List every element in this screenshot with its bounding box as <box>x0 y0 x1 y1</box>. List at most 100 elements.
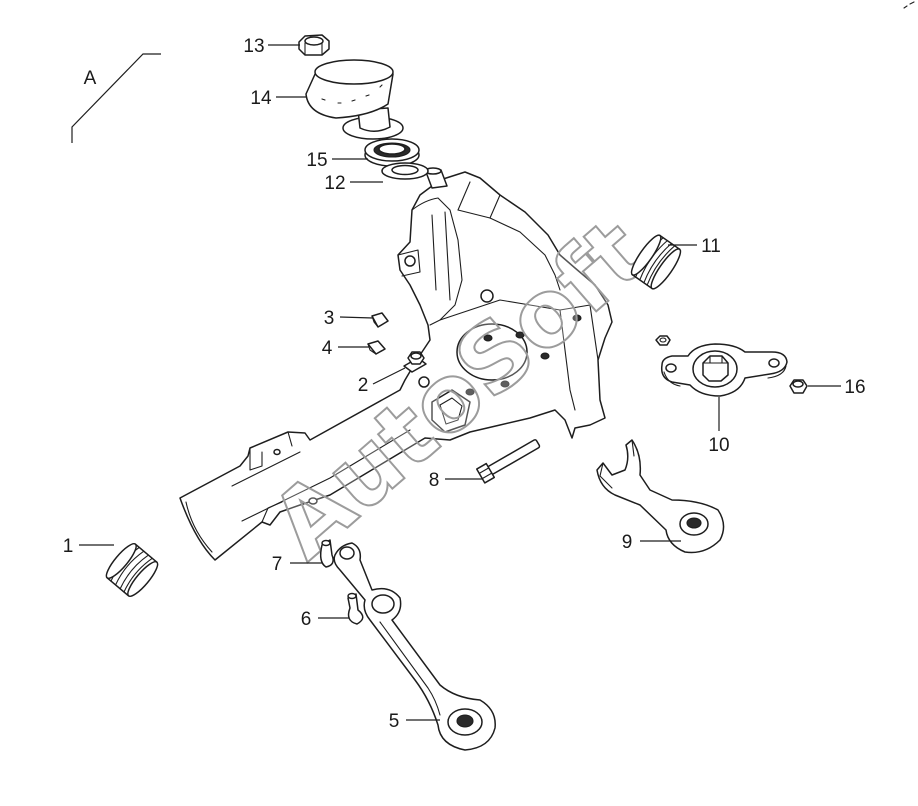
bracket-hex-edges <box>702 355 729 364</box>
mount-top <box>314 59 394 85</box>
housing-ribs <box>431 181 501 301</box>
flange-bolt <box>540 352 550 360</box>
bracket-nut <box>655 335 671 346</box>
part-8-bolt <box>476 439 541 484</box>
tube-hole <box>308 497 318 505</box>
bracket-hole-left <box>665 363 677 373</box>
link-arm-joint <box>371 594 395 614</box>
bolt-2-top <box>410 352 422 360</box>
callout-labels: 13 14 15 12 11 3 4 2 16 10 8 1 9 7 6 5 <box>63 36 866 732</box>
part-3-block <box>371 312 389 328</box>
fork-edges <box>599 439 635 489</box>
housing-bushing <box>431 389 471 433</box>
part-2-bolt <box>403 351 427 373</box>
corner-mark <box>903 1 915 9</box>
callout-13: 13 <box>243 36 264 57</box>
cap-1-face <box>105 542 137 580</box>
part-9-fork-arm <box>596 439 725 554</box>
ring-bore <box>378 143 406 155</box>
cap-end <box>650 248 682 290</box>
mount-holes <box>321 84 383 104</box>
block-4 <box>367 340 386 355</box>
housing-hole-lower <box>418 376 430 388</box>
part-4-block <box>367 340 386 355</box>
housing-hole-middle <box>480 289 494 303</box>
callout-14: 14 <box>250 88 272 109</box>
callout-2: 2 <box>358 375 369 396</box>
flange-bolt <box>515 331 525 339</box>
part-5-link-arm <box>333 542 496 751</box>
callout-3: 3 <box>324 308 335 329</box>
callout-1: 1 <box>63 536 74 557</box>
part-13-nut <box>298 34 330 56</box>
link-arm-top-hole <box>339 546 355 560</box>
callout-10: 10 <box>708 435 729 456</box>
link-arm-edge <box>379 621 441 716</box>
part-14-mount <box>305 59 404 140</box>
bracket-hex <box>702 355 729 382</box>
callout-12: 12 <box>324 173 345 194</box>
callout-15: 15 <box>306 150 327 171</box>
callout-4: 4 <box>322 338 333 359</box>
callout-5: 5 <box>389 711 400 732</box>
callout-6: 6 <box>301 609 312 630</box>
pin-7-body <box>319 539 334 568</box>
callout-16: 16 <box>844 377 865 398</box>
leader-2 <box>372 367 406 385</box>
callout-11: 11 <box>701 236 721 257</box>
fork-arm-body <box>596 439 725 554</box>
pin-6-top <box>347 592 357 600</box>
bracket-thickness <box>663 365 787 387</box>
callout-7: 7 <box>272 554 283 575</box>
bolt-8-shaft <box>487 439 541 475</box>
bolt-8-head <box>476 462 496 484</box>
leader-3 <box>339 316 374 319</box>
fork-arm-bore <box>686 517 702 529</box>
block-3 <box>371 312 389 328</box>
part-12-washer <box>381 162 429 180</box>
lower-flange-line <box>439 299 599 411</box>
link-arm-body <box>333 542 496 751</box>
part-15-ring <box>364 138 420 167</box>
part-10-bracket <box>655 335 788 397</box>
bracket-hole <box>273 448 281 456</box>
link-arm-ball <box>456 714 474 728</box>
section-marker-line <box>71 53 161 143</box>
leader-lines <box>79 44 841 721</box>
tube-lower-bracket <box>261 501 283 523</box>
part-16-nut <box>789 379 808 394</box>
front-cover-line <box>411 197 463 326</box>
cap-1-end <box>127 560 159 598</box>
section-marker-label: A <box>84 68 97 89</box>
nut-edges <box>304 42 323 56</box>
nut-16-top <box>792 380 804 388</box>
bracket-nut-hole <box>659 337 667 343</box>
flange-bolt <box>465 388 475 396</box>
upper-cover-line <box>457 209 561 291</box>
nut-top <box>304 36 324 46</box>
cap-face <box>630 234 662 276</box>
housing-ear <box>397 249 421 277</box>
part-11-cap <box>630 234 682 290</box>
tube-bracket <box>249 431 293 471</box>
flange-bolt <box>483 334 493 342</box>
axle-tube-end <box>185 501 213 553</box>
flange-bolt <box>572 314 582 322</box>
pin-6-body <box>347 593 364 625</box>
block-4-edge <box>367 343 377 355</box>
housing-outline <box>179 171 613 561</box>
flange-bolt <box>500 380 510 388</box>
callout-9: 9 <box>622 532 633 553</box>
housing-bushing-inner <box>439 397 463 425</box>
part-7-pin <box>319 539 334 568</box>
part-1-cap <box>105 542 159 598</box>
callout-8: 8 <box>429 470 440 491</box>
part-6-pin <box>347 592 364 625</box>
section-marker-a: A <box>71 53 161 143</box>
bracket-hole-right <box>768 358 780 368</box>
differential-housing <box>179 167 613 561</box>
side-flange <box>456 323 528 381</box>
washer-inner <box>391 164 419 176</box>
housing-hole-upper <box>404 255 416 267</box>
